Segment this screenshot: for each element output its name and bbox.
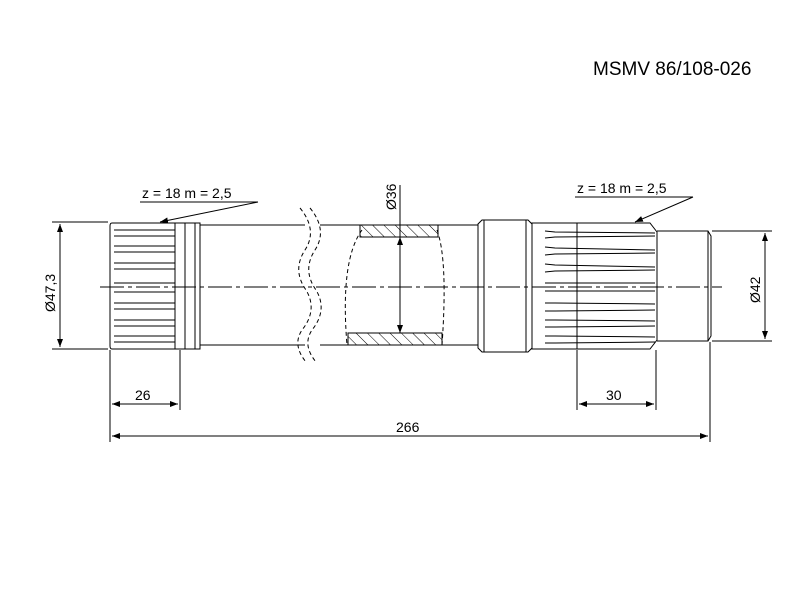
spline-spec-left: z = 18 m = 2,5 (142, 185, 232, 201)
dim-dia-mid: Ø36 (383, 183, 403, 333)
drawing-title: MSMV 86/108-026 (593, 59, 751, 80)
spline-leader-right: z = 18 m = 2,5 (575, 180, 694, 223)
svg-text:30: 30 (606, 387, 622, 403)
dim-len-left: 26 (109, 350, 181, 442)
dim-len-total: 266 (112, 342, 711, 442)
spline-leader-left: z = 18 m = 2,5 (140, 185, 259, 224)
svg-text:Ø42: Ø42 (747, 276, 763, 303)
right-spline (531, 222, 658, 350)
svg-text:Ø36: Ø36 (383, 183, 399, 210)
svg-text:26: 26 (135, 387, 151, 403)
spline-spec-right: z = 18 m = 2,5 (577, 180, 667, 196)
svg-text:Ø47,3: Ø47,3 (42, 274, 58, 312)
svg-text:266: 266 (396, 419, 420, 435)
dim-dia-left: Ø47,3 (42, 221, 108, 350)
shaft-end (657, 230, 712, 342)
dim-dia-right: Ø42 (712, 230, 772, 342)
dim-len-right: 30 (576, 350, 657, 410)
collar (477, 219, 533, 353)
left-spline (109, 222, 201, 350)
section-hatch (347, 224, 443, 346)
